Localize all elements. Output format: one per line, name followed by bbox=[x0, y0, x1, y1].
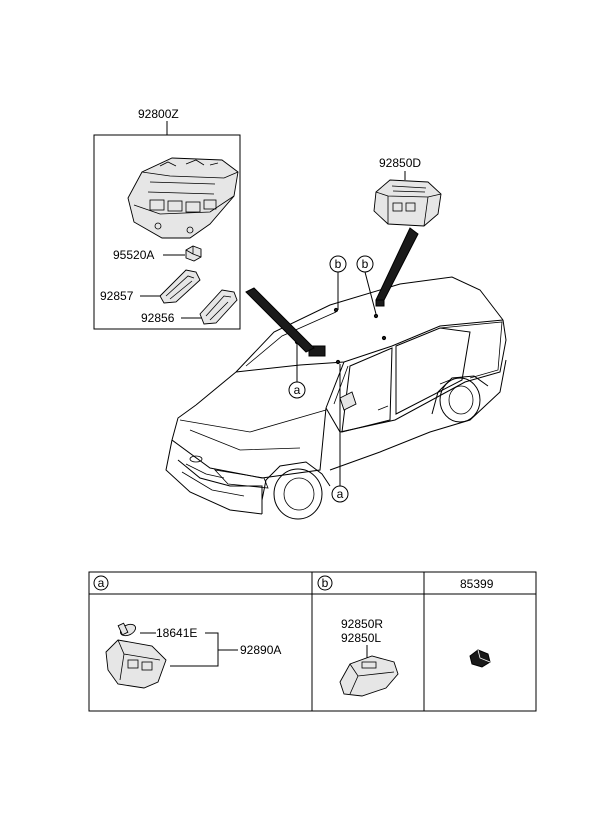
svg-text:b: b bbox=[335, 257, 342, 271]
lens-right-drawing bbox=[199, 289, 238, 325]
label-92890A: 92890A bbox=[240, 643, 281, 657]
label-92850L: 92850L bbox=[341, 631, 381, 645]
table-header-a: a bbox=[93, 575, 109, 591]
map-lamp-a-drawing bbox=[105, 639, 167, 689]
label-92850R: 92850R bbox=[341, 617, 383, 631]
svg-text:b: b bbox=[362, 257, 369, 271]
svg-text:b: b bbox=[322, 576, 329, 590]
svg-text:a: a bbox=[98, 576, 105, 590]
label-92856: 92856 bbox=[141, 311, 175, 325]
svg-text:a: a bbox=[294, 383, 301, 397]
label-92800Z: 92800Z bbox=[138, 107, 179, 121]
callout-a-left: a bbox=[288, 344, 306, 399]
table-header-85399: 85399 bbox=[460, 577, 494, 591]
lens-left-drawing bbox=[159, 269, 201, 304]
callout-b-right: b bbox=[356, 255, 377, 315]
svg-text:a: a bbox=[337, 487, 344, 501]
label-95520A: 95520A bbox=[113, 248, 154, 262]
label-18641E: 18641E bbox=[156, 626, 197, 640]
clip-85399-drawing bbox=[469, 649, 491, 668]
table-header-b: b bbox=[317, 575, 333, 591]
overhead-console-drawing bbox=[127, 157, 239, 239]
bulb-drawing bbox=[117, 622, 137, 637]
roof-lamp-drawing bbox=[373, 179, 442, 227]
callout-b-left: b bbox=[329, 255, 347, 310]
pointer-arrow-roof-lamp bbox=[375, 227, 419, 305]
parts-table bbox=[88, 571, 537, 712]
pointer-arrow-console bbox=[245, 287, 315, 353]
map-lamp-b-drawing bbox=[339, 655, 399, 697]
label-92850D: 92850D bbox=[379, 156, 421, 170]
overhead-console-box bbox=[93, 134, 241, 330]
callout-a-bottom: a bbox=[331, 364, 349, 503]
label-92857: 92857 bbox=[100, 289, 134, 303]
switch-drawing bbox=[185, 245, 202, 262]
